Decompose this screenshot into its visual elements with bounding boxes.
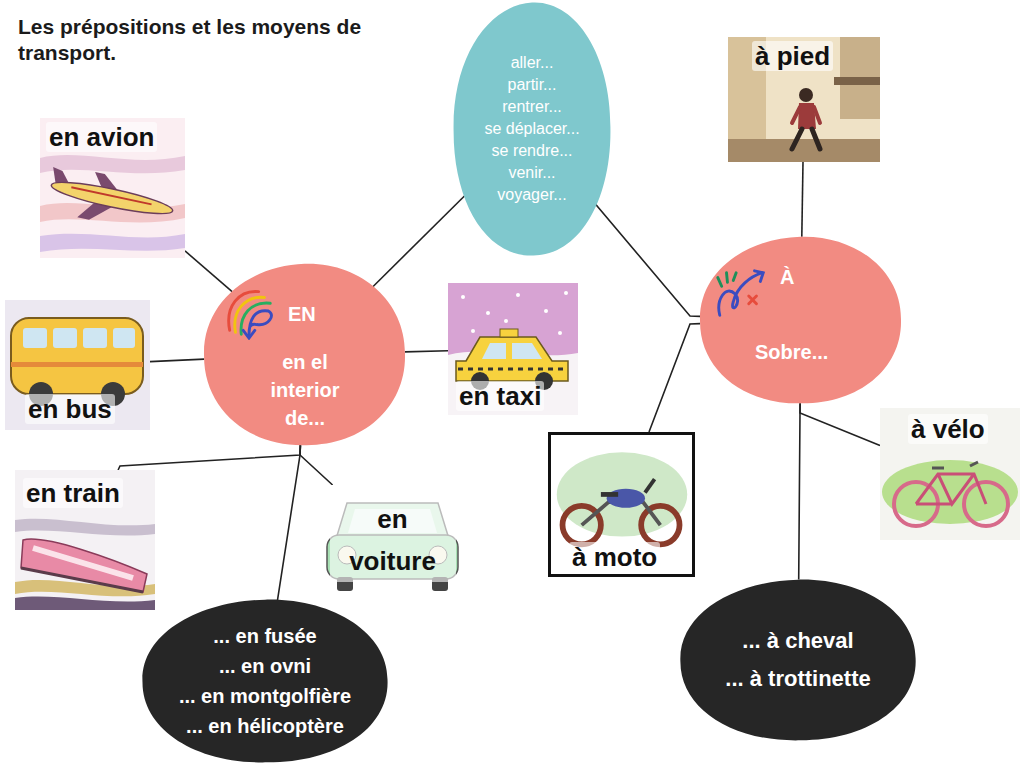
- connector-line: [800, 403, 880, 445]
- node-content: aller...partir...rentrer...se déplacer..…: [452, 0, 612, 258]
- transport-label: à pied: [752, 41, 833, 71]
- node-content: en voiture: [315, 485, 470, 595]
- blob-text: se déplacer...: [484, 118, 579, 140]
- picture-node: en train: [15, 470, 155, 610]
- picture-node: en taxi: [448, 283, 578, 415]
- connector-line: [118, 445, 300, 470]
- blob-text: ... à trottinette: [725, 660, 870, 698]
- connector-line: [185, 251, 232, 292]
- picture-node: à vélo: [880, 408, 1020, 540]
- blob-text: ... en montgolfière: [179, 681, 351, 711]
- picture-node: en bus: [5, 300, 150, 430]
- scribble-arrow-icon: [712, 265, 770, 323]
- connector-line: [595, 204, 700, 317]
- connector-line: [278, 445, 301, 600]
- connector-line: [649, 324, 700, 432]
- blob-node: EN en el interior de...: [202, 262, 407, 447]
- picture-node: en voiture: [315, 485, 470, 595]
- connector-line: [150, 359, 204, 362]
- connector-line: [372, 195, 465, 287]
- blob-shape: [678, 578, 918, 742]
- transport-label: en bus: [25, 394, 115, 424]
- blob-text: aller...: [511, 52, 554, 74]
- picture-node: à moto: [548, 432, 695, 577]
- blob-text: EN: [288, 300, 316, 328]
- node-content: en avion: [40, 118, 185, 258]
- connector-line: [802, 162, 803, 237]
- connector-line: [300, 445, 333, 485]
- node-content: à moto: [551, 435, 692, 574]
- blob-text: ... à cheval: [742, 622, 853, 660]
- connector-line: [405, 351, 448, 352]
- node-content: ... à cheval... à trottinette: [678, 578, 918, 742]
- blob-node: ... à cheval... à trottinette: [678, 578, 918, 742]
- transport-label: à vélo: [908, 414, 988, 444]
- scribble-arrow-icon: [220, 282, 278, 340]
- node-content: EN en el interior de...: [202, 262, 407, 447]
- transport-label: à moto: [569, 542, 660, 572]
- blob-text: se rendre...: [492, 140, 573, 162]
- blob-text: partir...: [508, 74, 557, 96]
- connector-line: [799, 403, 800, 579]
- transport-label: en train: [23, 478, 123, 508]
- blob-text: en el interior de...: [250, 348, 360, 432]
- blob-text: venir...: [508, 162, 555, 184]
- blob-text: rentrer...: [502, 96, 562, 118]
- node-content: en train: [15, 470, 155, 610]
- blob-shape: [698, 235, 903, 405]
- node-content: À Sobre...: [698, 235, 903, 405]
- blob-shape: [140, 598, 390, 764]
- transport-label: en voiture: [330, 498, 456, 582]
- blob-text: ... en ovni: [219, 651, 311, 681]
- picture-node: en avion: [40, 118, 185, 258]
- blob-text: Sobre...: [755, 338, 828, 366]
- blob-text: À: [780, 263, 794, 291]
- node-content: en taxi: [448, 283, 578, 415]
- node-content: ... en fusée... en ovni... en montgolfiè…: [140, 598, 390, 764]
- node-content: en bus: [5, 300, 150, 430]
- node-content: à pied: [728, 37, 880, 162]
- blob-text: ... en fusée: [213, 621, 316, 651]
- transport-label: en taxi: [456, 381, 544, 411]
- transport-label: en avion: [46, 122, 157, 152]
- node-content: à vélo: [880, 408, 1020, 540]
- picture-node: à pied: [728, 37, 880, 162]
- blob-node: aller...partir...rentrer...se déplacer..…: [452, 0, 612, 258]
- diagram-title: Les prépositions et les moyens de transp…: [18, 14, 368, 66]
- blob-text: voyager...: [497, 184, 566, 206]
- blob-text: ... en hélicoptère: [186, 711, 344, 741]
- blob-node: À Sobre...: [698, 235, 903, 405]
- blob-node: ... en fusée... en ovni... en montgolfiè…: [140, 598, 390, 764]
